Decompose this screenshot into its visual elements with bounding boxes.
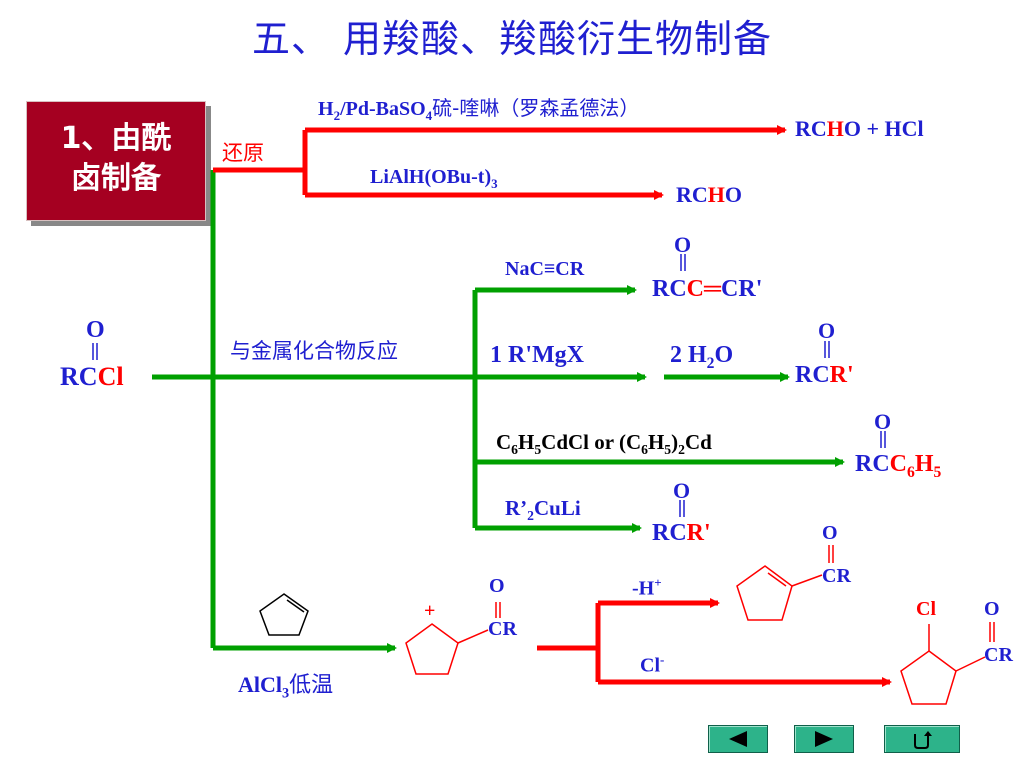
chloro-substituent: Cl: [916, 598, 936, 620]
enone-oxygen: O: [822, 522, 838, 544]
reduction-label: 还原: [222, 141, 264, 165]
elimination-label: -H+: [632, 575, 662, 600]
ketone-oxygen-2: O: [673, 478, 691, 503]
cuprate-reagent: R’2CuLi: [505, 496, 581, 524]
cyclopentene-reagent-icon: [259, 593, 309, 636]
ketone-product-1: RCR': [795, 362, 854, 388]
aldehyde-product: RCHO: [676, 182, 743, 207]
chloroketone-acyl: CR: [984, 644, 1013, 666]
acyl-chloride-cl: Cl: [97, 362, 124, 391]
carbocation-oxygen: O: [489, 575, 505, 597]
return-button[interactable]: [884, 725, 960, 753]
grignard-step-2: 2 H2O: [670, 342, 734, 372]
ketone-product-2: RCR': [652, 520, 711, 546]
carbocation-plus: +: [424, 600, 436, 622]
chlorocyclopentyl-ketone-ring-icon: [900, 622, 995, 705]
section-badge: [26, 101, 206, 221]
ketone-oxygen-1: O: [818, 318, 836, 343]
carbonyl-bond-lines: [92, 254, 886, 517]
rosenmund-product: RCHO + HCl: [795, 116, 924, 141]
organometallic-label: 与金属化合物反应: [230, 339, 398, 363]
cyclopentyl-cation-ring-icon: [405, 602, 501, 675]
acetylide-reagent: NaC≡CR: [505, 258, 585, 280]
section-badge-line2: 卤制备: [71, 161, 161, 196]
chloroketone-oxygen: O: [984, 598, 1000, 620]
acyl-chloride-rc: RC: [60, 362, 98, 391]
phenyl-ketone-oxygen: O: [874, 409, 892, 434]
section-badge-line1: 1、由酰: [60, 121, 172, 156]
right-arrow-icon: [815, 731, 833, 747]
next-button[interactable]: [794, 725, 854, 753]
addition-label: Cl-: [640, 652, 665, 677]
ynone-product: RCC═CR': [652, 276, 763, 302]
acyl-chloride-formula: RCCl: [60, 362, 124, 392]
return-arrow-icon: [914, 731, 932, 749]
friedel-catalyst: AlCl3低温: [238, 672, 334, 702]
ynone-oxygen: O: [674, 232, 692, 257]
cadmium-reagent: C6H5CdCl or (C6H5)2Cd: [496, 430, 712, 458]
rosenmund-reagent: H2/Pd-BaSO4硫-喹啉（罗森孟德法）: [318, 96, 640, 123]
page-title: 五、 用羧酸、羧酸衍生物制备: [251, 17, 773, 61]
cyclopentenyl-ketone-ring-icon: [736, 545, 834, 621]
grignard-step-1: 1 R'MgX: [490, 342, 584, 368]
acyl-chloride-oxygen: O: [86, 317, 105, 343]
carbocation-acyl: CR: [488, 618, 517, 640]
enone-acyl: CR: [822, 565, 851, 587]
left-arrow-icon: [729, 731, 747, 747]
previous-button[interactable]: [708, 725, 768, 753]
lialh-reagent: LiAlH(OBu-t)3: [370, 166, 498, 191]
phenyl-ketone-product: RCC6H5: [855, 451, 942, 481]
section-badge-text: 1、由酰 卤制备: [30, 119, 202, 199]
